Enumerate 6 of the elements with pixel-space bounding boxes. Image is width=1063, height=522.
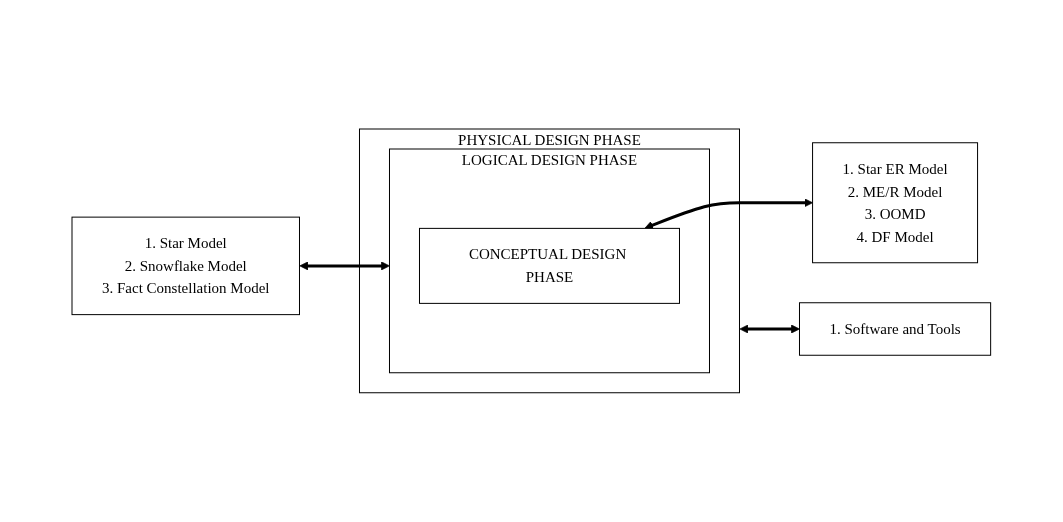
node-box: CONCEPTUAL DESIGN PHASE xyxy=(419,228,681,304)
node-box: 1. Star ER Model 2. ME/R Model 3. OOMD 4. DF Model xyxy=(812,142,979,264)
node-box: 1. Software and Tools xyxy=(799,302,992,356)
arrow xyxy=(299,261,391,271)
node-box: 1. Star Model 2. Snowflake Model 3. Fact Constellation Model xyxy=(71,216,301,316)
arrow xyxy=(644,198,814,230)
